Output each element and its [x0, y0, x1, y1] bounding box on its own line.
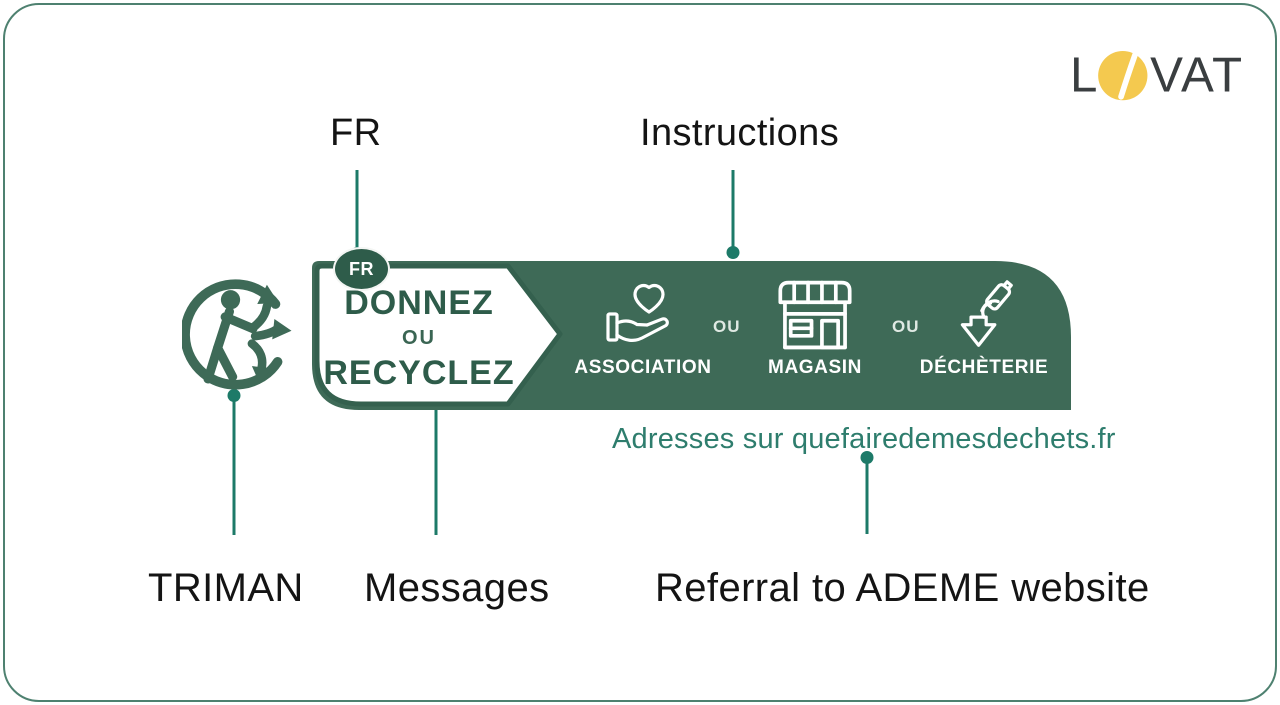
ademe-referral-text: Adresses sur quefairedemesdechets.fr [612, 423, 1116, 455]
hand-drop-off-icon [960, 280, 1013, 347]
connector-dot [860, 451, 873, 464]
sign-message: DONNEZ OU RECYCLEZ [319, 286, 519, 390]
option-label: ASSOCIATION [574, 357, 712, 378]
annotation-triman: TRIMAN [148, 566, 304, 610]
lovat-logo-icon: L VAT [1070, 47, 1244, 102]
connector-dot [227, 389, 240, 402]
info-tri-sign: FR DONNEZ OU RECYCLEZ ASSOCIATION OU [305, 247, 1072, 411]
ou-separator-1: OU [713, 317, 741, 336]
connector-line [434, 398, 437, 535]
sign-message-line1: DONNEZ [344, 284, 494, 322]
triman-symbol-icon [180, 273, 294, 400]
connector-referral [860, 451, 873, 536]
connector-dot [726, 246, 739, 259]
logo-sun-circle [1098, 51, 1148, 101]
option-label: DÉCHÈTERIE [919, 357, 1049, 378]
annotation-instructions: Instructions [640, 112, 840, 154]
annotation-messages: Messages [364, 566, 550, 610]
logo-letters-vat: VAT [1150, 47, 1244, 102]
fr-country-badge: FR [333, 247, 390, 291]
connector-instructions [726, 170, 739, 262]
connector-line [355, 170, 358, 249]
option-label: MAGASIN [768, 357, 862, 378]
annotation-fr: FR [330, 112, 382, 154]
annotation-referral: Referral to ADEME website [655, 566, 1150, 610]
connector-triman [227, 389, 240, 537]
heart-in-hand-icon [606, 283, 669, 342]
connector-line [232, 400, 235, 535]
logo-letter-l: L [1070, 47, 1097, 102]
logo-slash [1118, 51, 1138, 100]
sign-message-line2: OU [402, 327, 436, 349]
connector-line [731, 170, 734, 248]
ou-separator-2: OU [892, 317, 920, 336]
option-dechetterie: DÉCHÈTERIE [920, 278, 1048, 379]
option-association: ASSOCIATION [574, 278, 711, 379]
lovat-logo: L VAT [1070, 42, 1246, 104]
storefront-icon [778, 280, 852, 350]
banner-background [312, 261, 1071, 410]
option-magasin: MAGASIN [765, 278, 865, 379]
sign-message-line3: RECYCLEZ [323, 354, 515, 392]
connector-line [865, 461, 868, 534]
